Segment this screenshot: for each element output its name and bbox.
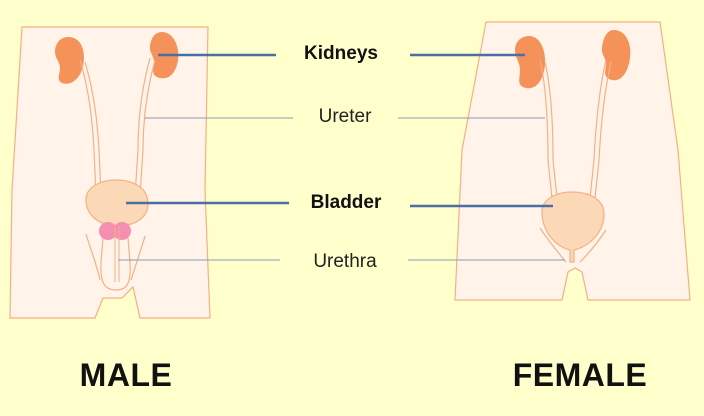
male-figure [9, 26, 211, 319]
ureter-label: Ureter [318, 106, 372, 127]
urethra-label: Urethra [313, 251, 377, 272]
female-bladder [541, 191, 605, 263]
female-right-ureter-inner [594, 61, 612, 199]
female-left-kidney [515, 36, 546, 89]
female-right-kidney [601, 30, 631, 81]
male-leg-crease-right [130, 235, 146, 281]
kidneys-label: Kidneys [304, 43, 378, 64]
female-pelvic-line-left [539, 227, 567, 263]
male-caption: MALE [79, 357, 173, 393]
male-body-outline [9, 26, 211, 319]
male-prostate-left [99, 222, 117, 240]
male-left-kidney [55, 37, 84, 84]
male-right-ureter [134, 57, 151, 197]
male-left-ureter [79, 59, 97, 197]
male-leg-crease-left [85, 233, 101, 281]
female-caption: FEMALE [512, 357, 648, 393]
pointer-lines [118, 53, 565, 261]
male-prostate-right [113, 222, 131, 240]
male-urethra [114, 226, 120, 282]
female-left-ureter-inner [544, 61, 558, 199]
male-right-ureter-inner [139, 59, 156, 197]
female-left-ureter [539, 59, 553, 199]
male-genital-outline [100, 237, 131, 291]
male-left-ureter-inner [84, 61, 102, 197]
bladder-label: Bladder [310, 192, 382, 213]
female-right-ureter [589, 59, 607, 199]
female-figure [454, 21, 691, 301]
female-body-outline [454, 21, 691, 301]
female-pelvic-line-right [579, 229, 607, 263]
